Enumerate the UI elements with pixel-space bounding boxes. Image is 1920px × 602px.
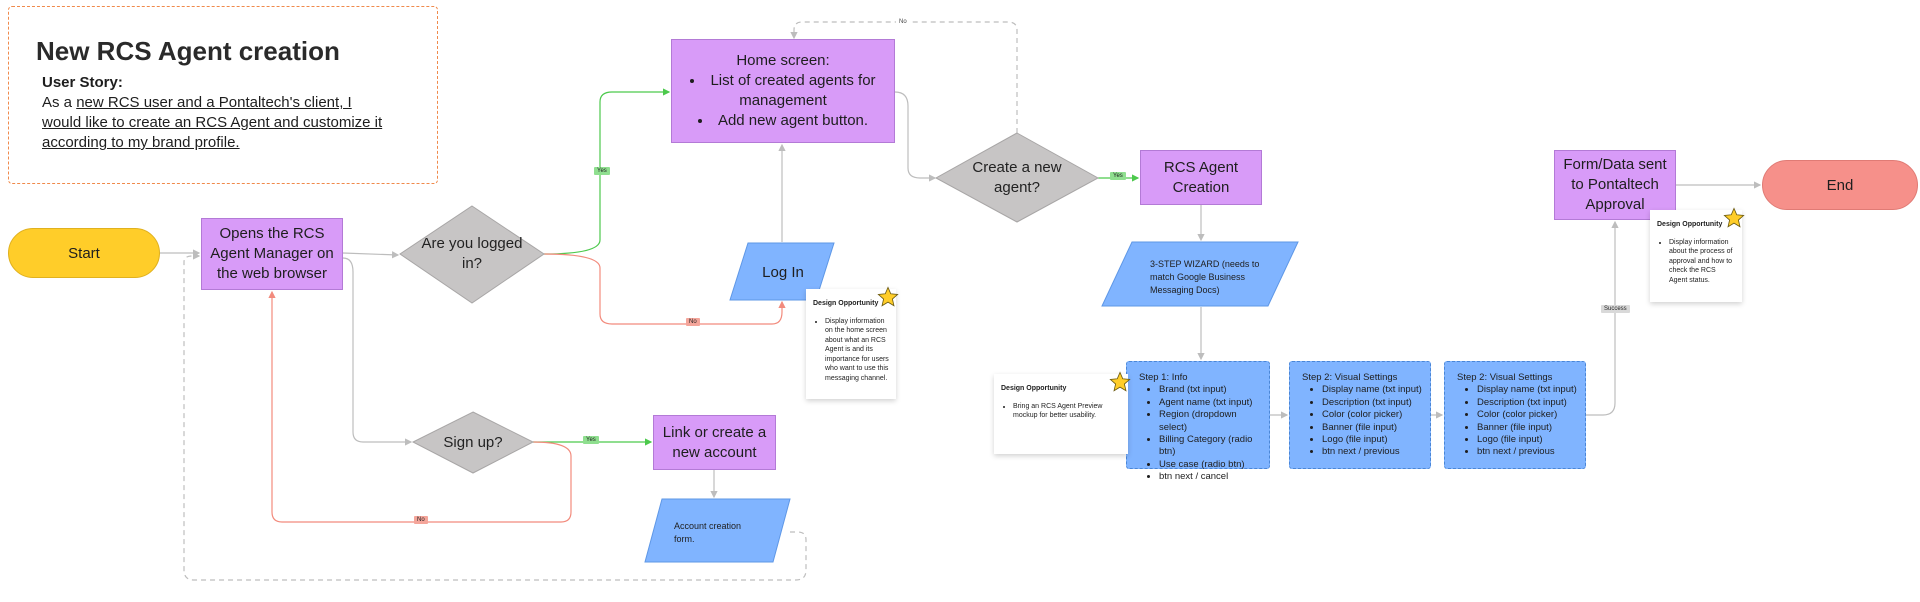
edge-label-no: No bbox=[414, 516, 428, 524]
io-wizard[interactable]: 3-STEP WIZARD (needs to match Google Bus… bbox=[1150, 259, 1260, 295]
wizard-step-3[interactable]: Step 2: Visual Settings Display name (tx… bbox=[1444, 361, 1586, 469]
edge-home-create bbox=[894, 91, 937, 182]
decision-logged-in[interactable]: Are you logged in? bbox=[421, 235, 523, 272]
step-field: Banner (file input) bbox=[1477, 422, 1577, 434]
edge-label-yes: Yes bbox=[594, 167, 610, 175]
home-screen-node[interactable]: Home screen: List of created agents for … bbox=[671, 39, 895, 143]
decision-sign-up[interactable]: Sign up? bbox=[443, 434, 503, 451]
user-story-text: As a new RCS user and a Pontaltech's cli… bbox=[42, 93, 392, 153]
card-title: Design Opportunity bbox=[813, 300, 879, 307]
card-text: Bring an RCS Agent Preview mockup for be… bbox=[1013, 402, 1121, 421]
step-field: btn next / previous bbox=[1322, 446, 1422, 458]
edge-no-signup bbox=[268, 290, 572, 523]
edge-label-yes: Yes bbox=[1110, 172, 1126, 180]
start-node[interactable]: Start bbox=[8, 228, 160, 278]
design-opportunity-card[interactable]: Design Opportunity Bring an RCS Agent Pr… bbox=[994, 371, 1131, 454]
edge-label-no: No bbox=[896, 18, 910, 26]
user-story-label: User Story: bbox=[42, 74, 123, 91]
edge-opens-loggedin bbox=[342, 251, 400, 259]
design-opportunity-card[interactable]: Design Opportunity Display information a… bbox=[1650, 207, 1745, 302]
link-account-node[interactable]: Link or create a new account bbox=[653, 415, 776, 470]
card-text: Display information on the home screen a… bbox=[825, 317, 889, 384]
page-title: New RCS Agent creation bbox=[36, 36, 340, 66]
form-sent-node[interactable]: Form/Data sent to Pontaltech Approval bbox=[1554, 150, 1676, 220]
step-field: Description (txt input) bbox=[1322, 397, 1422, 409]
step-fields: Display name (txt input) Description (tx… bbox=[1298, 384, 1422, 458]
edge-opens-signup bbox=[342, 257, 413, 446]
card-title: Design Opportunity bbox=[1657, 221, 1723, 228]
home-screen-title: Home screen: bbox=[736, 52, 830, 69]
user-story-underlined: new RCS user and a Pontaltech's client, … bbox=[42, 94, 383, 151]
step-field: Description (txt input) bbox=[1477, 397, 1577, 409]
step-title: Step 2: Visual Settings bbox=[1302, 372, 1398, 383]
step-title: Step 2: Visual Settings bbox=[1457, 372, 1553, 383]
edge-label-no: No bbox=[686, 318, 700, 326]
io-login[interactable]: Log In bbox=[762, 263, 804, 281]
star-icon bbox=[1723, 207, 1745, 228]
home-screen-item: List of created agents for management bbox=[676, 71, 890, 111]
end-node[interactable]: End bbox=[1762, 160, 1918, 210]
step-field: Agent name (txt input) bbox=[1159, 397, 1261, 409]
edge-label-yes: Yes bbox=[583, 436, 599, 444]
home-screen-list: List of created agents for management Ad… bbox=[676, 71, 890, 131]
rcs-agent-creation-node[interactable]: RCS Agent Creation bbox=[1140, 150, 1262, 205]
step-title: Step 1: Info bbox=[1139, 372, 1188, 383]
step-field: Display name (txt input) bbox=[1322, 384, 1422, 396]
step-field: Color (color picker) bbox=[1322, 409, 1422, 421]
step-fields: Brand (txt input) Agent name (txt input)… bbox=[1135, 384, 1261, 483]
card-title: Design Opportunity bbox=[1001, 385, 1067, 392]
step-fields: Display name (txt input) Description (tx… bbox=[1453, 384, 1577, 458]
user-story-card bbox=[8, 6, 438, 184]
step-field: btn next / cancel bbox=[1159, 471, 1261, 483]
wizard-step-2[interactable]: Step 2: Visual Settings Display name (tx… bbox=[1289, 361, 1431, 469]
step-field: Display name (txt input) bbox=[1477, 384, 1577, 396]
user-story-prefix: As a bbox=[42, 94, 77, 111]
step-field: Color (color picker) bbox=[1477, 409, 1577, 421]
step-field: Region (dropdown select) bbox=[1159, 409, 1261, 434]
step-field: btn next / previous bbox=[1477, 446, 1577, 458]
edge-success bbox=[1586, 220, 1619, 416]
decision-create-agent[interactable]: Create a new agent? bbox=[972, 159, 1062, 196]
card-text: Display information about the process of… bbox=[1669, 238, 1735, 286]
star-icon bbox=[1109, 371, 1131, 392]
star-icon bbox=[877, 286, 899, 307]
step-field: Banner (file input) bbox=[1322, 422, 1422, 434]
edge-label-success: Success bbox=[1601, 305, 1630, 313]
wizard-step-1[interactable]: Step 1: Info Brand (txt input) Agent nam… bbox=[1126, 361, 1270, 482]
step-field: Brand (txt input) bbox=[1159, 384, 1261, 396]
step-field: Logo (file input) bbox=[1322, 434, 1422, 446]
step-field: Billing Category (radio btn) bbox=[1159, 434, 1261, 459]
home-screen-item: Add new agent button. bbox=[676, 111, 890, 131]
io-account-form[interactable]: Account creation form. bbox=[674, 521, 742, 544]
opens-manager-node[interactable]: Opens the RCS Agent Manager on the web b… bbox=[201, 218, 343, 290]
step-field: Use case (radio btn) bbox=[1159, 459, 1261, 471]
design-opportunity-card[interactable]: Design Opportunity Display information o… bbox=[806, 286, 899, 399]
step-field: Logo (file input) bbox=[1477, 434, 1577, 446]
